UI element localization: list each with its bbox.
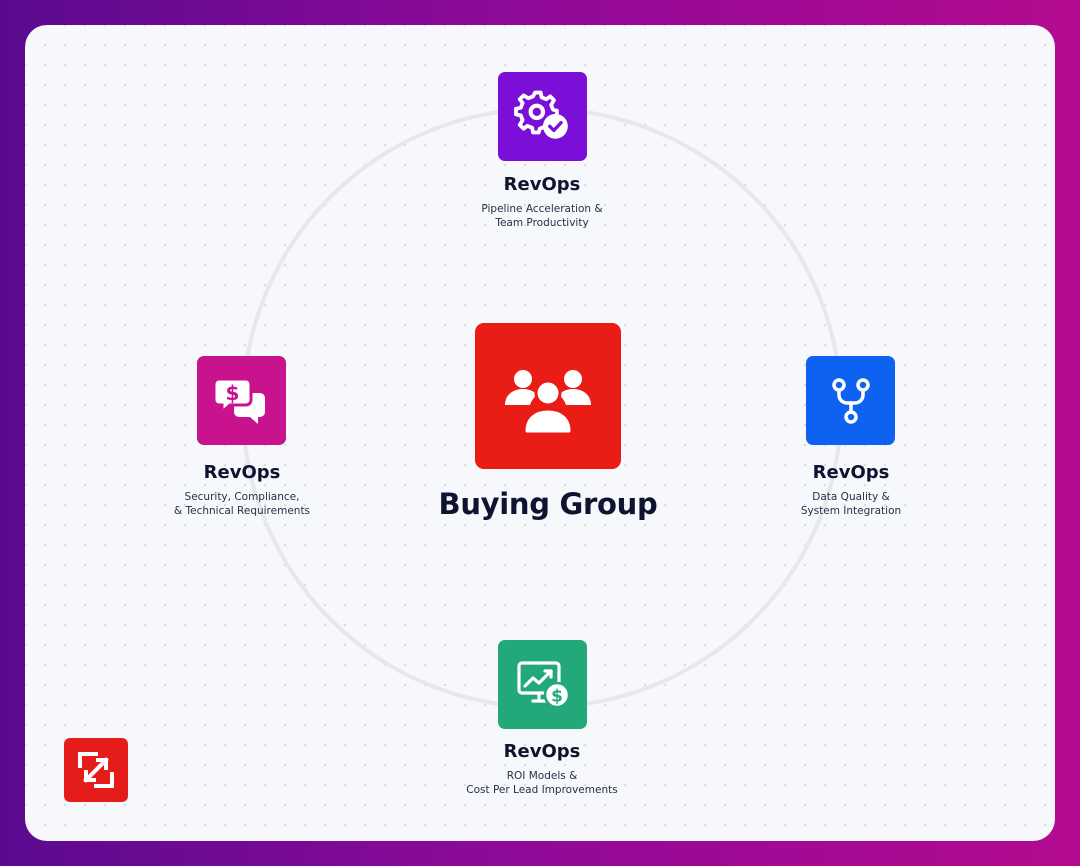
node-bottom-line-1: ROI Models & <box>506 770 578 782</box>
node-right-line-1: Data Quality & <box>812 491 890 503</box>
zoominfo-logo-icon <box>64 738 128 802</box>
svg-text:$: $ <box>551 686 563 706</box>
gear-check-icon <box>513 90 568 139</box>
node-top-description: Pipeline Acceleration & Team Productivit… <box>412 202 672 230</box>
node-right-tile <box>806 356 895 445</box>
node-left-text: RevOps Security, Compliance, & Technical… <box>112 462 372 518</box>
node-left-line-2: & Technical Requirements <box>173 505 311 517</box>
node-top-text: RevOps Pipeline Acceleration & Team Prod… <box>412 174 672 230</box>
node-bottom-text: RevOps ROI Models & Cost Per Lead Improv… <box>412 741 672 797</box>
node-bottom-tile: $ <box>498 640 587 729</box>
node-left-title: RevOps <box>203 462 281 483</box>
node-top-line-2: Team Productivity <box>495 217 589 229</box>
center-title: Buying Group <box>438 487 658 521</box>
monitor-growth-dollar-icon: $ <box>516 660 570 708</box>
node-right-title: RevOps <box>812 462 890 483</box>
node-bottom-description: ROI Models & Cost Per Lead Improvements <box>412 769 672 797</box>
svg-text:$: $ <box>225 381 239 405</box>
node-bottom-line-2: Cost Per Lead Improvements <box>466 784 618 796</box>
node-left-tile: $ <box>197 356 286 445</box>
diagram-canvas: RevOps Pipeline Acceleration & Team Prod… <box>25 25 1055 841</box>
node-left-description: Security, Compliance, & Technical Requir… <box>112 490 372 518</box>
branch-icon <box>831 377 870 424</box>
node-top-line-1: Pipeline Acceleration & <box>481 203 603 215</box>
node-top-tile <box>498 72 587 161</box>
node-right-description: Data Quality & System Integration <box>721 490 981 518</box>
node-right-text: RevOps Data Quality & System Integration <box>721 462 981 518</box>
dollar-chat-icon: $ <box>212 377 265 424</box>
people-group-icon <box>505 370 591 436</box>
node-top-title: RevOps <box>503 174 581 195</box>
node-bottom-title: RevOps <box>503 741 581 762</box>
node-left-line-1: Security, Compliance, <box>184 491 300 503</box>
center-tile <box>475 323 621 469</box>
node-right-line-2: System Integration <box>800 505 902 517</box>
